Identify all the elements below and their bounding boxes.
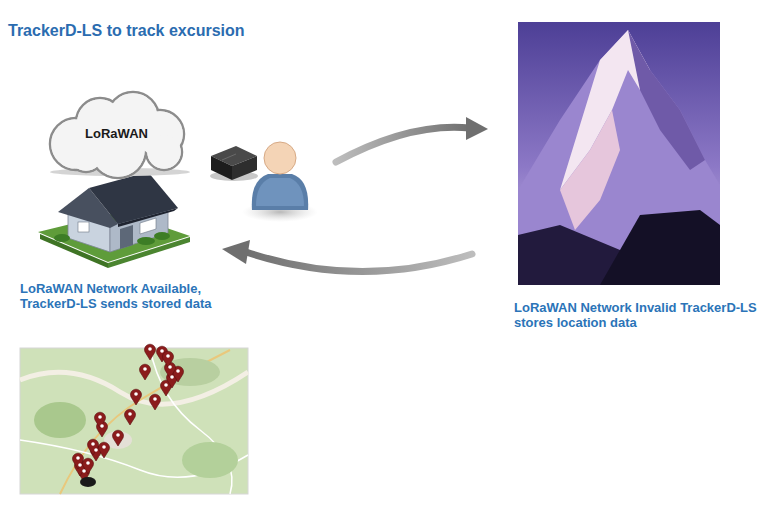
location-marker <box>140 364 151 380</box>
mountain-picture-part <box>560 110 620 230</box>
mountain-picture <box>518 22 720 285</box>
cloud-node: LoRaWAN <box>38 92 195 175</box>
marker-dot <box>134 392 138 396</box>
location-marker <box>131 389 142 405</box>
route-map-part <box>20 348 248 494</box>
marker-dot <box>78 463 82 467</box>
node-text: LoRaWAN <box>85 126 148 141</box>
marker-dot <box>76 456 80 460</box>
house-icon-part <box>154 232 170 240</box>
route-map-part <box>34 402 86 438</box>
marker-dot <box>160 349 164 353</box>
location-marker <box>124 409 135 425</box>
location-marker <box>150 394 161 410</box>
marker-dot <box>164 383 168 387</box>
location-marker <box>145 344 156 360</box>
return-arrow <box>222 240 472 272</box>
marker-dot <box>128 412 132 416</box>
marker-dot <box>168 365 172 369</box>
location-marker <box>99 442 110 458</box>
route-markers <box>73 344 184 487</box>
mountain-picture-part <box>518 30 720 285</box>
route-map-part <box>20 440 248 477</box>
marker-dot <box>98 415 102 419</box>
house-icon-part <box>140 218 156 234</box>
location-marker <box>83 458 94 474</box>
marker-dot <box>100 424 104 428</box>
tracker-device-part <box>232 156 257 180</box>
travel-arrow-part <box>336 127 470 162</box>
location-marker <box>73 453 84 469</box>
mountain-picture-part <box>628 30 705 170</box>
marker-dot <box>148 347 152 351</box>
marker-dot <box>86 461 90 465</box>
house-icon <box>38 172 190 268</box>
location-marker <box>88 439 99 455</box>
marker-dot <box>82 469 86 473</box>
marker-dot <box>166 354 170 358</box>
tracker-device-part <box>222 154 236 160</box>
mountain-picture-part <box>600 210 720 285</box>
tracker-device <box>210 146 258 181</box>
tracker-device-part <box>211 156 232 180</box>
start-marker <box>80 477 96 487</box>
diagram-title: TrackerD-LS to track excursion <box>8 22 245 40</box>
marker-dot <box>102 445 106 449</box>
mountain-picture-part <box>518 22 720 285</box>
marker-dot <box>91 442 95 446</box>
status-label: LoRaWAN Network Invalid TrackerD-LS stor… <box>514 300 760 330</box>
location-marker <box>163 351 174 367</box>
house-icon-part <box>120 225 133 249</box>
marker-dot <box>170 375 174 379</box>
person-icon-part <box>264 142 296 174</box>
status-label: LoRaWAN Network Available, TrackerD-LS s… <box>20 281 256 311</box>
travel-arrow <box>336 117 488 162</box>
house-icon-part <box>54 234 70 242</box>
house-icon-part <box>137 237 155 245</box>
person-icon <box>242 142 318 222</box>
cloud-fill <box>69 137 103 171</box>
marker-dot <box>143 367 147 371</box>
marker-dot <box>176 369 180 373</box>
marker-dot <box>153 397 157 401</box>
cloud-fill <box>147 135 181 169</box>
marker-dot <box>116 433 120 437</box>
route-map <box>20 344 248 494</box>
route-map-part <box>182 442 238 478</box>
travel-arrow-part <box>466 117 488 140</box>
return-arrow-part <box>222 240 250 264</box>
location-marker <box>95 412 106 428</box>
person-icon-part <box>256 178 304 206</box>
marker-dot <box>94 448 98 452</box>
person-icon-part <box>252 174 308 210</box>
house-icon-part <box>89 172 178 224</box>
location-marker <box>113 430 124 446</box>
return-arrow-part <box>246 252 472 272</box>
house-icon-part <box>78 222 89 232</box>
